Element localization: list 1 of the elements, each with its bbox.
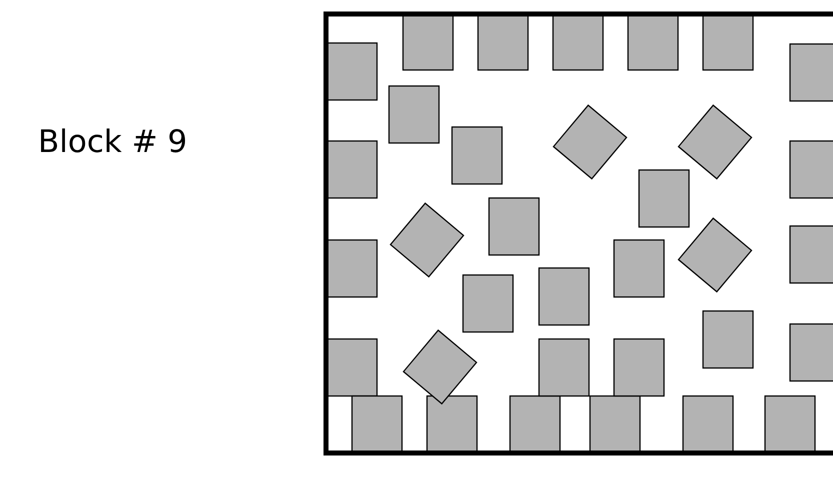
block-label: Block # 9 <box>38 124 188 160</box>
